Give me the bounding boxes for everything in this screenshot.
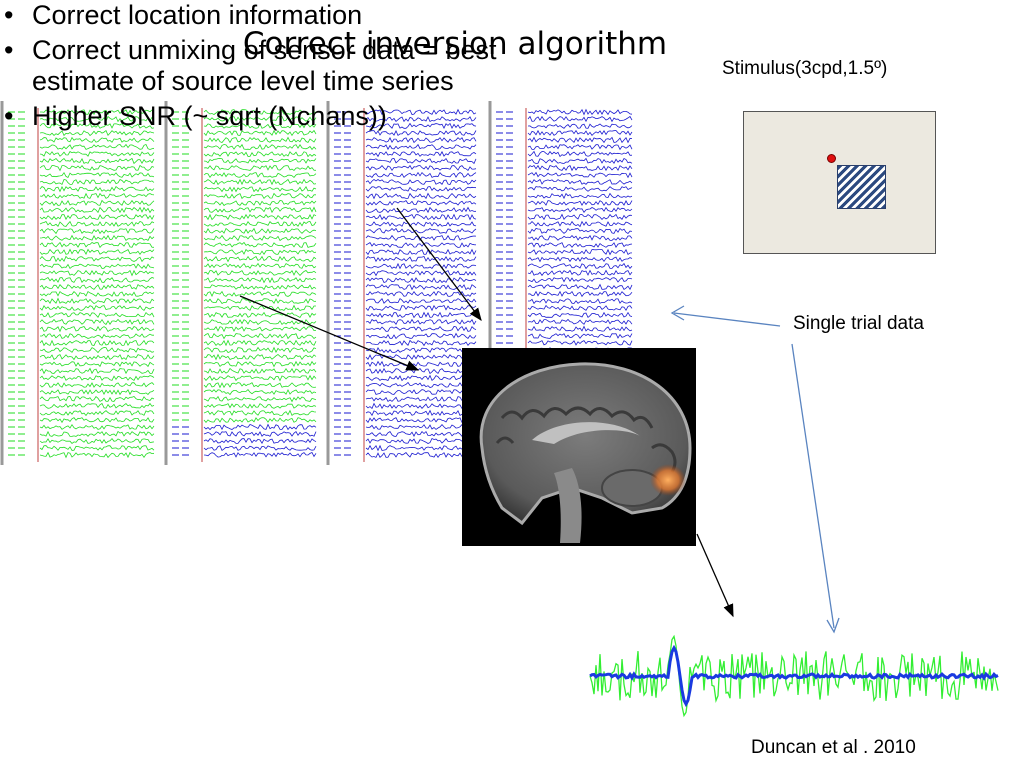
- arrow-label-head: [670, 305, 685, 321]
- bullet-item: Correct location information: [0, 0, 510, 31]
- arrow-panel3-to-panel4: [396, 207, 482, 322]
- arrow-label-to-data: [673, 312, 781, 327]
- arrow-brain-to-source: [696, 533, 734, 618]
- single-trial-label: Single trial data: [793, 313, 924, 334]
- striped-grating-patch-icon: [837, 165, 886, 209]
- sensor-panel-1: [0, 101, 164, 465]
- corpus-callosum: [532, 422, 640, 444]
- bullet-list: Correct location information Correct unm…: [0, 0, 510, 132]
- stimulus-label: Stimulus(3cpd,1.5º): [722, 58, 888, 79]
- red-fixation-dot-icon: [827, 154, 836, 163]
- arrow-source-head: [826, 617, 840, 634]
- source-trace-blue: [589, 644, 999, 708]
- gyri: [500, 406, 654, 429]
- brainstem: [554, 468, 582, 543]
- brain-drawing: [479, 362, 692, 543]
- citation: Duncan et al . 2010: [751, 737, 916, 758]
- bullet-item: Correct unmixing of sensor data = best e…: [0, 35, 510, 97]
- bullet-item: Higher SNR (~ sqrt (Nchans)): [0, 101, 510, 132]
- arrow-label-to-source: [791, 343, 835, 629]
- brain-mri-image: [462, 348, 696, 546]
- activation-blob: [650, 464, 686, 496]
- arrow-panel2-to-panel3: [239, 295, 420, 371]
